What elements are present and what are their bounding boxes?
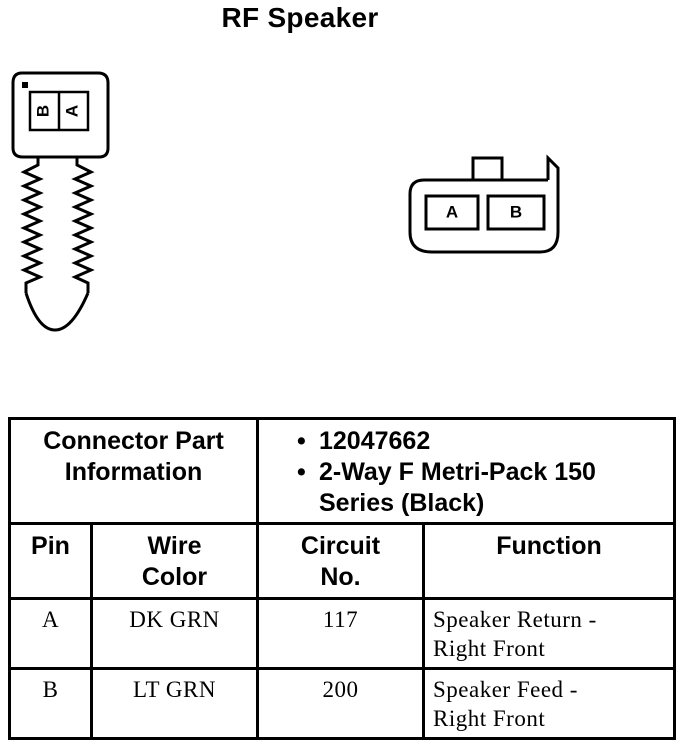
bullet-icon: • xyxy=(297,427,306,455)
connector-type: 2-Way F Metri-Pack 150 xyxy=(319,458,596,486)
wire-color-cell: LT GRN xyxy=(90,667,259,740)
bullet-icon: • xyxy=(297,458,306,486)
connector-part-info: • 12047662 • 2-Way F Metri-Pack 150 Seri… xyxy=(256,417,676,525)
function-line2: Right Front xyxy=(433,636,546,661)
connector-series-item: Series (Black) xyxy=(297,488,673,519)
part-number-item: • 12047662 xyxy=(297,426,673,457)
pin-column-header: Pin xyxy=(8,522,93,600)
connector-table: Connector Part Information • 12047662 • … xyxy=(8,417,676,740)
connector-part-label-line1: Connector Part xyxy=(43,427,224,455)
function-header-text: Function xyxy=(496,532,602,560)
connector-part-row: Connector Part Information • 12047662 • … xyxy=(8,417,676,525)
function-cell: Speaker Feed - Right Front xyxy=(422,667,676,740)
function-line1: Speaker Feed - xyxy=(433,677,578,702)
function-line2: Right Front xyxy=(433,706,546,731)
wire-header-line1: Wire xyxy=(147,532,202,560)
connector-part-label-line2: Information xyxy=(64,458,203,486)
function-line1: Speaker Return - xyxy=(433,607,597,632)
function-cell: Speaker Return - Right Front xyxy=(422,597,676,670)
pin-cell: A xyxy=(8,597,93,670)
pin-header-text: Pin xyxy=(31,532,70,560)
connector-harness-view: A B xyxy=(408,154,560,254)
column-header-row: Pin Wire Color Circuit No. Function xyxy=(8,522,676,600)
table-row: A DK GRN 117 Speaker Return - Right Fron… xyxy=(8,597,676,670)
connector-type-item: • 2-Way F Metri-Pack 150 xyxy=(297,457,673,488)
face-pin-label-b: B xyxy=(33,105,52,117)
connector-part-label: Connector Part Information xyxy=(8,417,259,525)
circuit-cell: 117 xyxy=(256,597,425,670)
harness-pin-label-a: A xyxy=(446,202,458,221)
diagram-title: RF Speaker xyxy=(221,2,379,33)
face-pin-label-a: A xyxy=(62,105,81,117)
pin-cell: B xyxy=(8,667,93,740)
table-row: B LT GRN 200 Speaker Feed - Right Front xyxy=(8,667,676,740)
wire-header-line2: Color xyxy=(141,563,208,591)
wire-color-column-header: Wire Color xyxy=(90,522,259,600)
circuit-header-line2: No. xyxy=(320,563,361,591)
connector-series: Series (Black) xyxy=(319,489,485,517)
circuit-cell: 200 xyxy=(256,667,425,740)
circuit-column-header: Circuit No. xyxy=(256,522,425,600)
function-column-header: Function xyxy=(422,522,676,600)
harness-pin-label-b: B xyxy=(510,202,522,221)
pin1-marker xyxy=(22,82,28,88)
connector-drawings: B A A B xyxy=(11,71,560,332)
wire-color-cell: DK GRN xyxy=(90,597,259,670)
connector-face-view: B A xyxy=(11,71,110,332)
circuit-header-line1: Circuit xyxy=(300,532,381,560)
part-number: 12047662 xyxy=(319,427,431,455)
